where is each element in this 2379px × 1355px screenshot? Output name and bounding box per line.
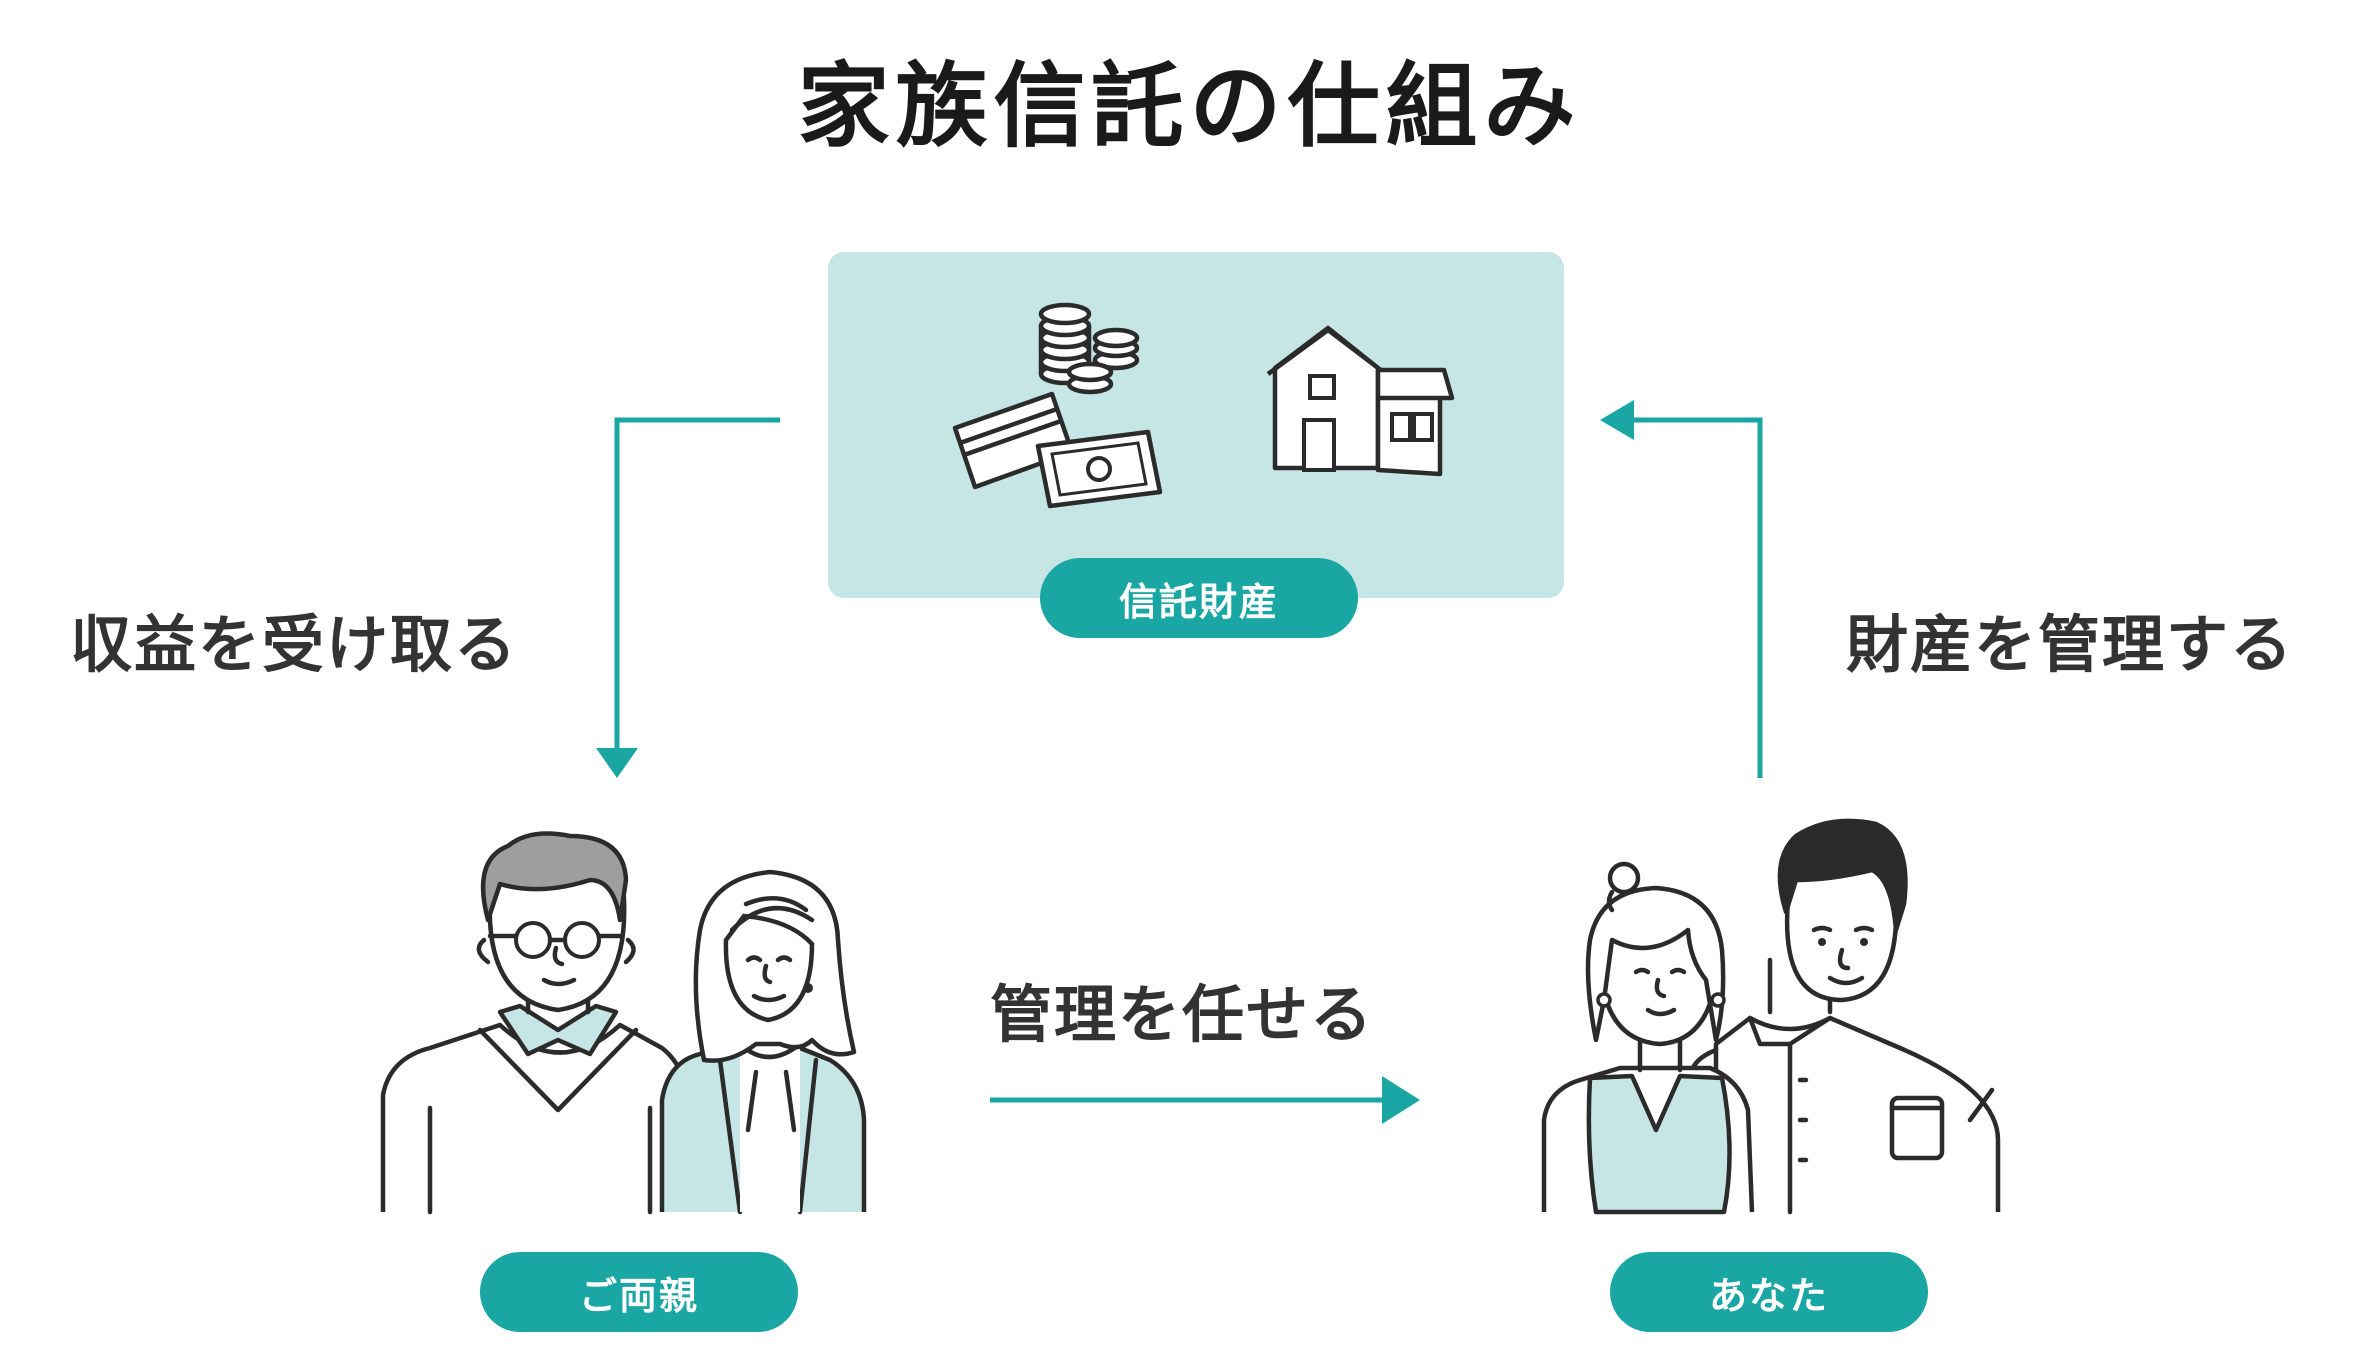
parents-illustration	[380, 831, 867, 1215]
label-manage-assets: 財産を管理する	[1846, 608, 2295, 681]
arrow-you-to-assets	[1600, 400, 1763, 778]
label-entrust-management: 管理を任せる	[990, 978, 1375, 1051]
coins-icon	[1038, 302, 1140, 395]
woman-figure	[1541, 861, 1755, 1215]
arrow-parents-to-you	[990, 1076, 1420, 1124]
you-illustration	[1541, 818, 2001, 1215]
banknote-icon	[1035, 429, 1163, 509]
label-receive-income: 収益を受け取る	[70, 608, 519, 681]
badge-parents: ご両親	[480, 1252, 798, 1332]
man-figure	[1687, 818, 2001, 1215]
mother-figure	[659, 869, 867, 1215]
arrow-assets-to-parents	[596, 417, 780, 778]
page-title: 家族信託の仕組み	[797, 53, 1582, 160]
house-icon	[1266, 325, 1455, 477]
father-figure	[380, 831, 693, 1215]
badge-you: あなた	[1610, 1252, 1928, 1332]
badge-trust-assets: 信託財産	[1040, 558, 1358, 638]
